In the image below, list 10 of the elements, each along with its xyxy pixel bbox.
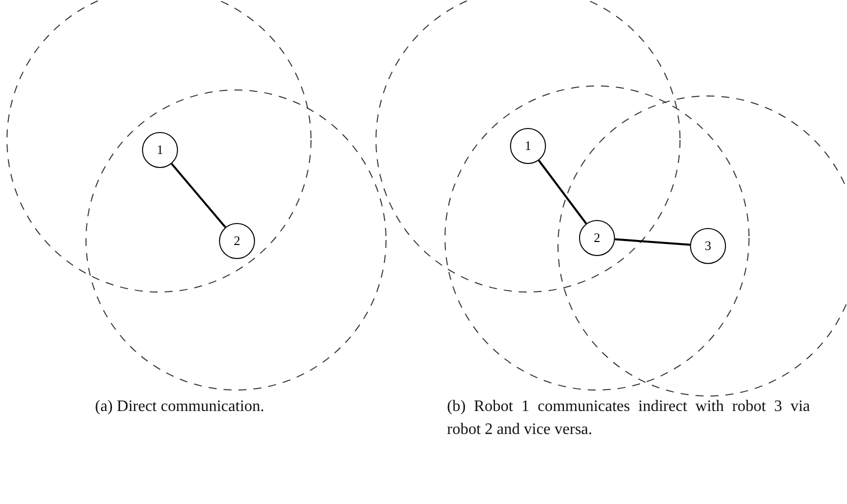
subfigure-caption: (b) Robot 1 communicates indirect with robot 3 via robot 2 and vice versa.: [447, 397, 810, 440]
robot-node: 2: [579, 220, 615, 256]
robot-node: 1: [142, 132, 178, 168]
link-line: [170, 163, 226, 228]
subfigure-caption: (a) Direct communication.: [95, 397, 266, 417]
robot-node: 1: [510, 128, 546, 164]
robot-node: 3: [690, 228, 726, 264]
link-line: [538, 160, 587, 224]
robot-node: 2: [219, 223, 255, 259]
link-line: [614, 238, 690, 246]
